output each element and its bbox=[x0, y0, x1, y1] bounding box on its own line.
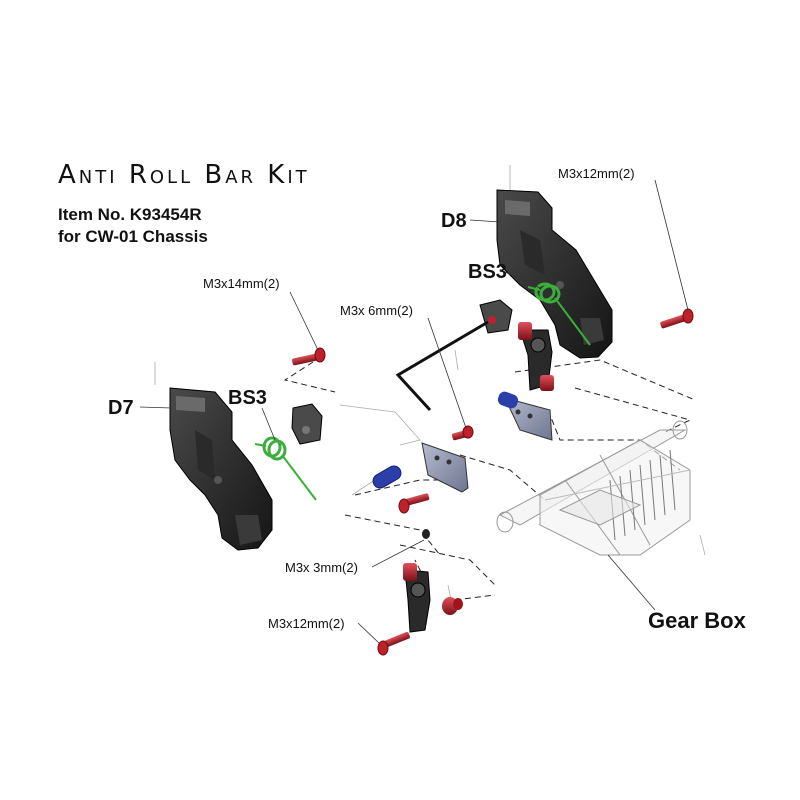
label-m3x12-top: M3x12mm(2) bbox=[558, 166, 635, 181]
label-m3x14: M3x14mm(2) bbox=[203, 276, 280, 291]
spring-bs3-left bbox=[254, 436, 317, 501]
chassis-text: for CW-01 Chassis bbox=[58, 227, 208, 246]
gear-box bbox=[496, 420, 691, 556]
diagram-title: Anti Roll Bar Kit bbox=[58, 160, 310, 190]
label-d7: D7 bbox=[108, 397, 134, 419]
spring-bs3-top bbox=[527, 282, 591, 346]
screw-m3x12-top bbox=[660, 308, 694, 329]
label-gear-box: Gear Box bbox=[648, 608, 747, 633]
plate-right bbox=[497, 391, 553, 441]
screw-mid bbox=[398, 493, 430, 514]
bracket-d8 bbox=[496, 189, 613, 359]
anti-roll-bar-wire bbox=[395, 320, 489, 412]
collar-left bbox=[372, 465, 402, 489]
screw-m3x12-bottom bbox=[377, 631, 410, 656]
screw-m3x14 bbox=[292, 347, 326, 366]
label-d8: D8 bbox=[441, 210, 467, 232]
link-block-top bbox=[479, 299, 513, 334]
link-rod-bottom bbox=[403, 563, 463, 633]
label-m3x12-bottom: M3x12mm(2) bbox=[268, 616, 345, 631]
screw-m3x6 bbox=[451, 425, 474, 441]
grub-screw-m3x3 bbox=[422, 529, 430, 539]
label-m3x3: M3x 3mm(2) bbox=[285, 560, 358, 575]
bracket-d7 bbox=[169, 387, 273, 551]
link-block-left bbox=[291, 403, 323, 445]
plate-left bbox=[421, 442, 469, 493]
label-m3x6: M3x 6mm(2) bbox=[340, 303, 413, 318]
link-rod-top bbox=[518, 322, 554, 391]
label-bs3-top: BS3 bbox=[468, 261, 507, 283]
item-number: Item No. K93454R bbox=[58, 205, 202, 224]
label-bs3-left: BS3 bbox=[228, 387, 267, 409]
